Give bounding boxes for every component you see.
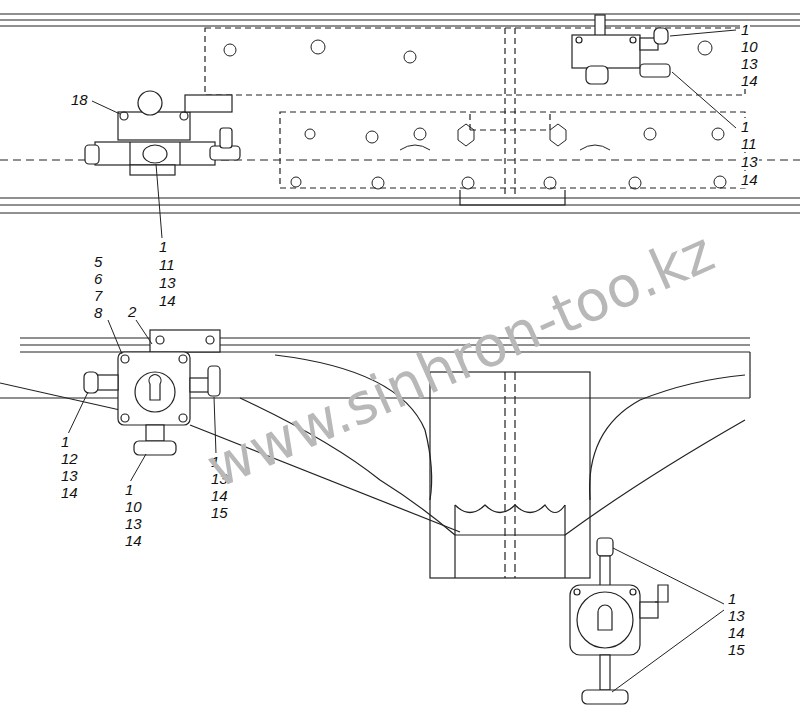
callout-number: 11 — [740, 135, 758, 152]
callout-number: 13 — [740, 55, 759, 72]
callout-number: 6 — [93, 270, 103, 287]
callout-number: 10 — [740, 38, 759, 55]
callout-number: 13 — [740, 153, 759, 170]
callout-number: 14 — [740, 72, 759, 89]
callout-number: 1 — [60, 433, 70, 450]
callout-number: 18 — [70, 91, 89, 108]
callout-number: 15 — [727, 641, 746, 658]
callout-number: 14 — [740, 171, 759, 188]
callout-number: 7 — [93, 287, 103, 304]
callout-number: 1 — [124, 481, 134, 498]
callout-number: 8 — [93, 304, 103, 321]
callout-number: 13 — [158, 274, 177, 291]
callout-number: 14 — [158, 292, 177, 309]
callout-number: 15 — [210, 504, 229, 521]
callout-number: 12 — [60, 450, 79, 467]
watermark: www.sinhron-too.kz — [198, 221, 722, 498]
callout-number: 2 — [127, 303, 137, 320]
callout-number: 13 — [727, 607, 746, 624]
callout-number: 1 — [740, 21, 750, 38]
callout-number: 5 — [93, 253, 103, 270]
callout-number: 1 — [727, 590, 737, 607]
callout-number: 10 — [124, 498, 143, 515]
callout-number: 1 — [740, 118, 750, 135]
callout-number: 1 — [158, 238, 168, 255]
callout-number: 11 — [158, 256, 176, 273]
callout-number: 14 — [124, 532, 143, 549]
callout-number: 14 — [727, 624, 746, 641]
callout-number: 14 — [60, 484, 79, 501]
callout-number: 13 — [60, 467, 79, 484]
callout-number: 13 — [124, 515, 143, 532]
